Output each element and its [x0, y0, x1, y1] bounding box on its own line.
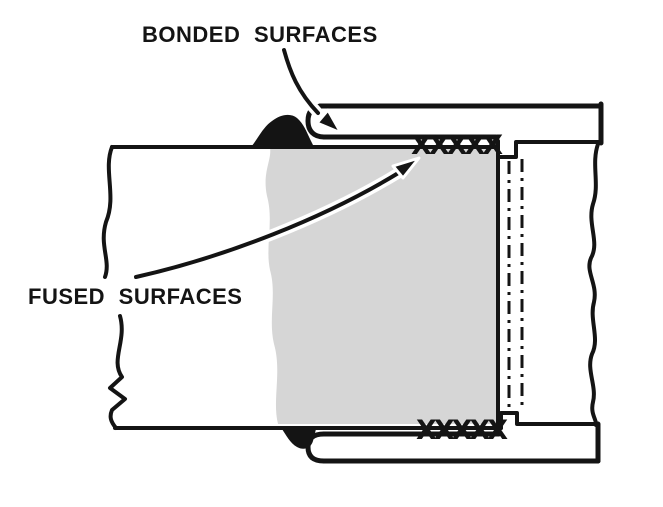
- bond-fillet-top: [251, 114, 314, 147]
- weld-marks-top: XXXXX: [411, 130, 503, 161]
- fused-leader-line: [134, 170, 402, 279]
- bond-fillet-bottom: [282, 429, 316, 449]
- fused-zone: [265, 148, 498, 424]
- weld-marks-bottom: XXXXX: [416, 415, 508, 446]
- fused-zone-shading: [265, 148, 498, 424]
- bonded-surfaces-label: BONDED SURFACES: [142, 22, 378, 47]
- coupling: [305, 101, 604, 464]
- coupling-bottom-socket-shoulder: [499, 411, 600, 430]
- fused-arrowhead-icon: [391, 156, 421, 180]
- fusion-weld-marks: XXXXX XXXXX: [411, 130, 511, 446]
- bonded-arrowhead-icon: [315, 108, 343, 135]
- coupling-break-line: [587, 142, 600, 427]
- bonded-callout: BONDED SURFACES: [142, 22, 378, 135]
- fused-surfaces-label: FUSED SURFACES: [28, 284, 242, 309]
- adhesive-fillets: [251, 114, 316, 449]
- bonded-leader-halo: [278, 44, 324, 119]
- coupling-top-socket-shoulder: [496, 140, 601, 159]
- pipe-break-line-upper: [101, 145, 114, 279]
- fused-callout: FUSED SURFACES: [28, 156, 421, 309]
- bonded-leader-line: [282, 48, 320, 115]
- pipe-break-line-lower: [108, 314, 127, 430]
